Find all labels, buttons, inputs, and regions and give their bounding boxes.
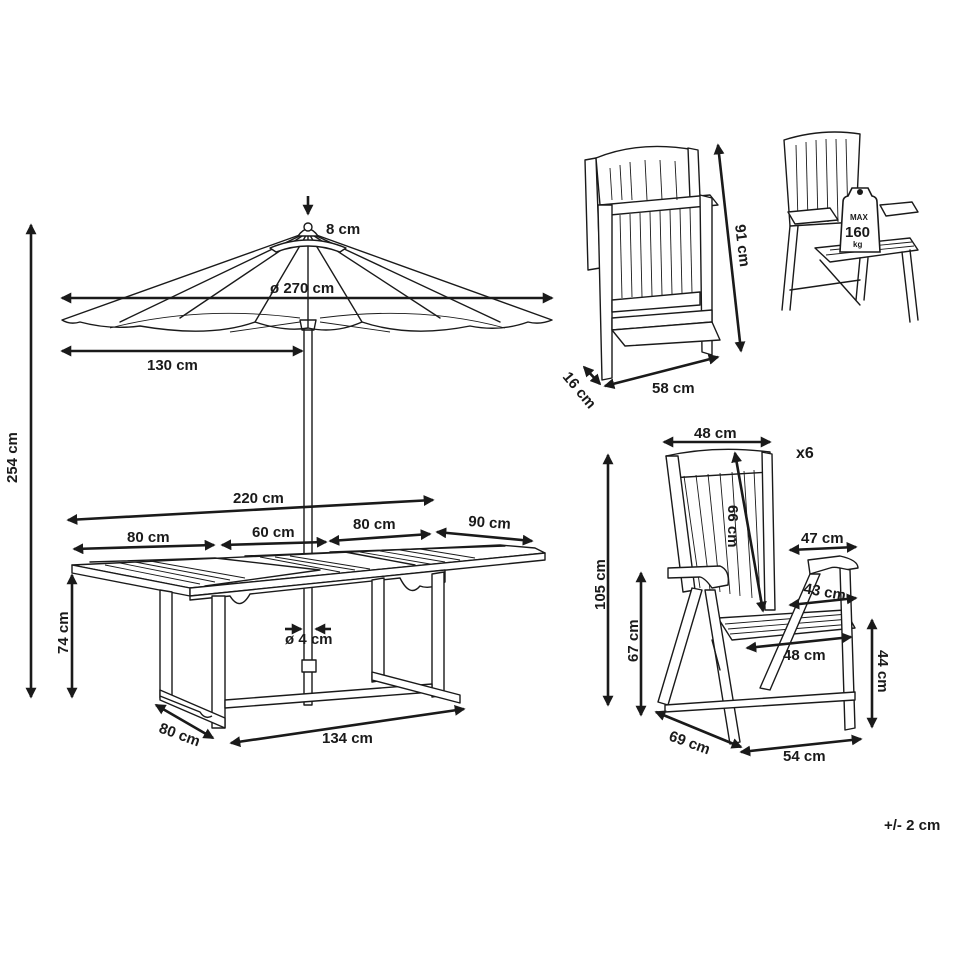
pole-diameter-label: ø 4 cm — [285, 631, 333, 648]
table-base-width-label: 80 cm — [157, 720, 203, 751]
tolerance-note: +/- 2 cm — [884, 817, 940, 834]
folded-chair-height-label: 91 cm — [731, 223, 753, 267]
badge-max-label: MAX — [850, 213, 868, 222]
umbrella-total-height-label: 254 cm — [4, 432, 21, 483]
table-section-left-label: 80 cm — [127, 529, 170, 546]
table-total-length-label: 220 cm — [233, 490, 284, 507]
table-section-middle-label: 60 cm — [252, 524, 295, 541]
chair-seat-width-label: 48 cm — [783, 647, 826, 664]
chair-armrest-height-label: 67 cm — [625, 619, 642, 662]
umbrella-drawing — [61, 222, 553, 706]
umbrella-diameter-label: ø 270 cm — [270, 280, 334, 297]
chair-quantity-label: x6 — [796, 445, 814, 462]
chair-with-load-badge — [781, 131, 919, 323]
umbrella-radius-label: 130 cm — [147, 357, 198, 374]
badge-unit-label: kg — [853, 240, 862, 249]
table-width-label: 90 cm — [468, 513, 512, 533]
table-drawing — [71, 544, 546, 729]
table-section-right-label: 80 cm — [353, 516, 396, 533]
chair-total-height-label: 105 cm — [592, 559, 609, 610]
chair-seat-height-label: 44 cm — [874, 650, 891, 693]
table-base-length-label: 134 cm — [322, 730, 373, 747]
umbrella-top-height-label: 8 cm — [326, 221, 360, 238]
chair-width-label: 54 cm — [783, 748, 826, 765]
chair-armrest-length-label: 47 cm — [801, 530, 844, 547]
table-height-label: 74 cm — [55, 611, 72, 654]
chair-back-height-label: 66 cm — [724, 505, 741, 548]
badge-load-value: 160 — [845, 224, 870, 241]
folded-chair-length-label: 58 cm — [652, 380, 695, 397]
chair-back-width-label: 48 cm — [694, 425, 737, 442]
folded-chair-drawing — [584, 145, 721, 381]
